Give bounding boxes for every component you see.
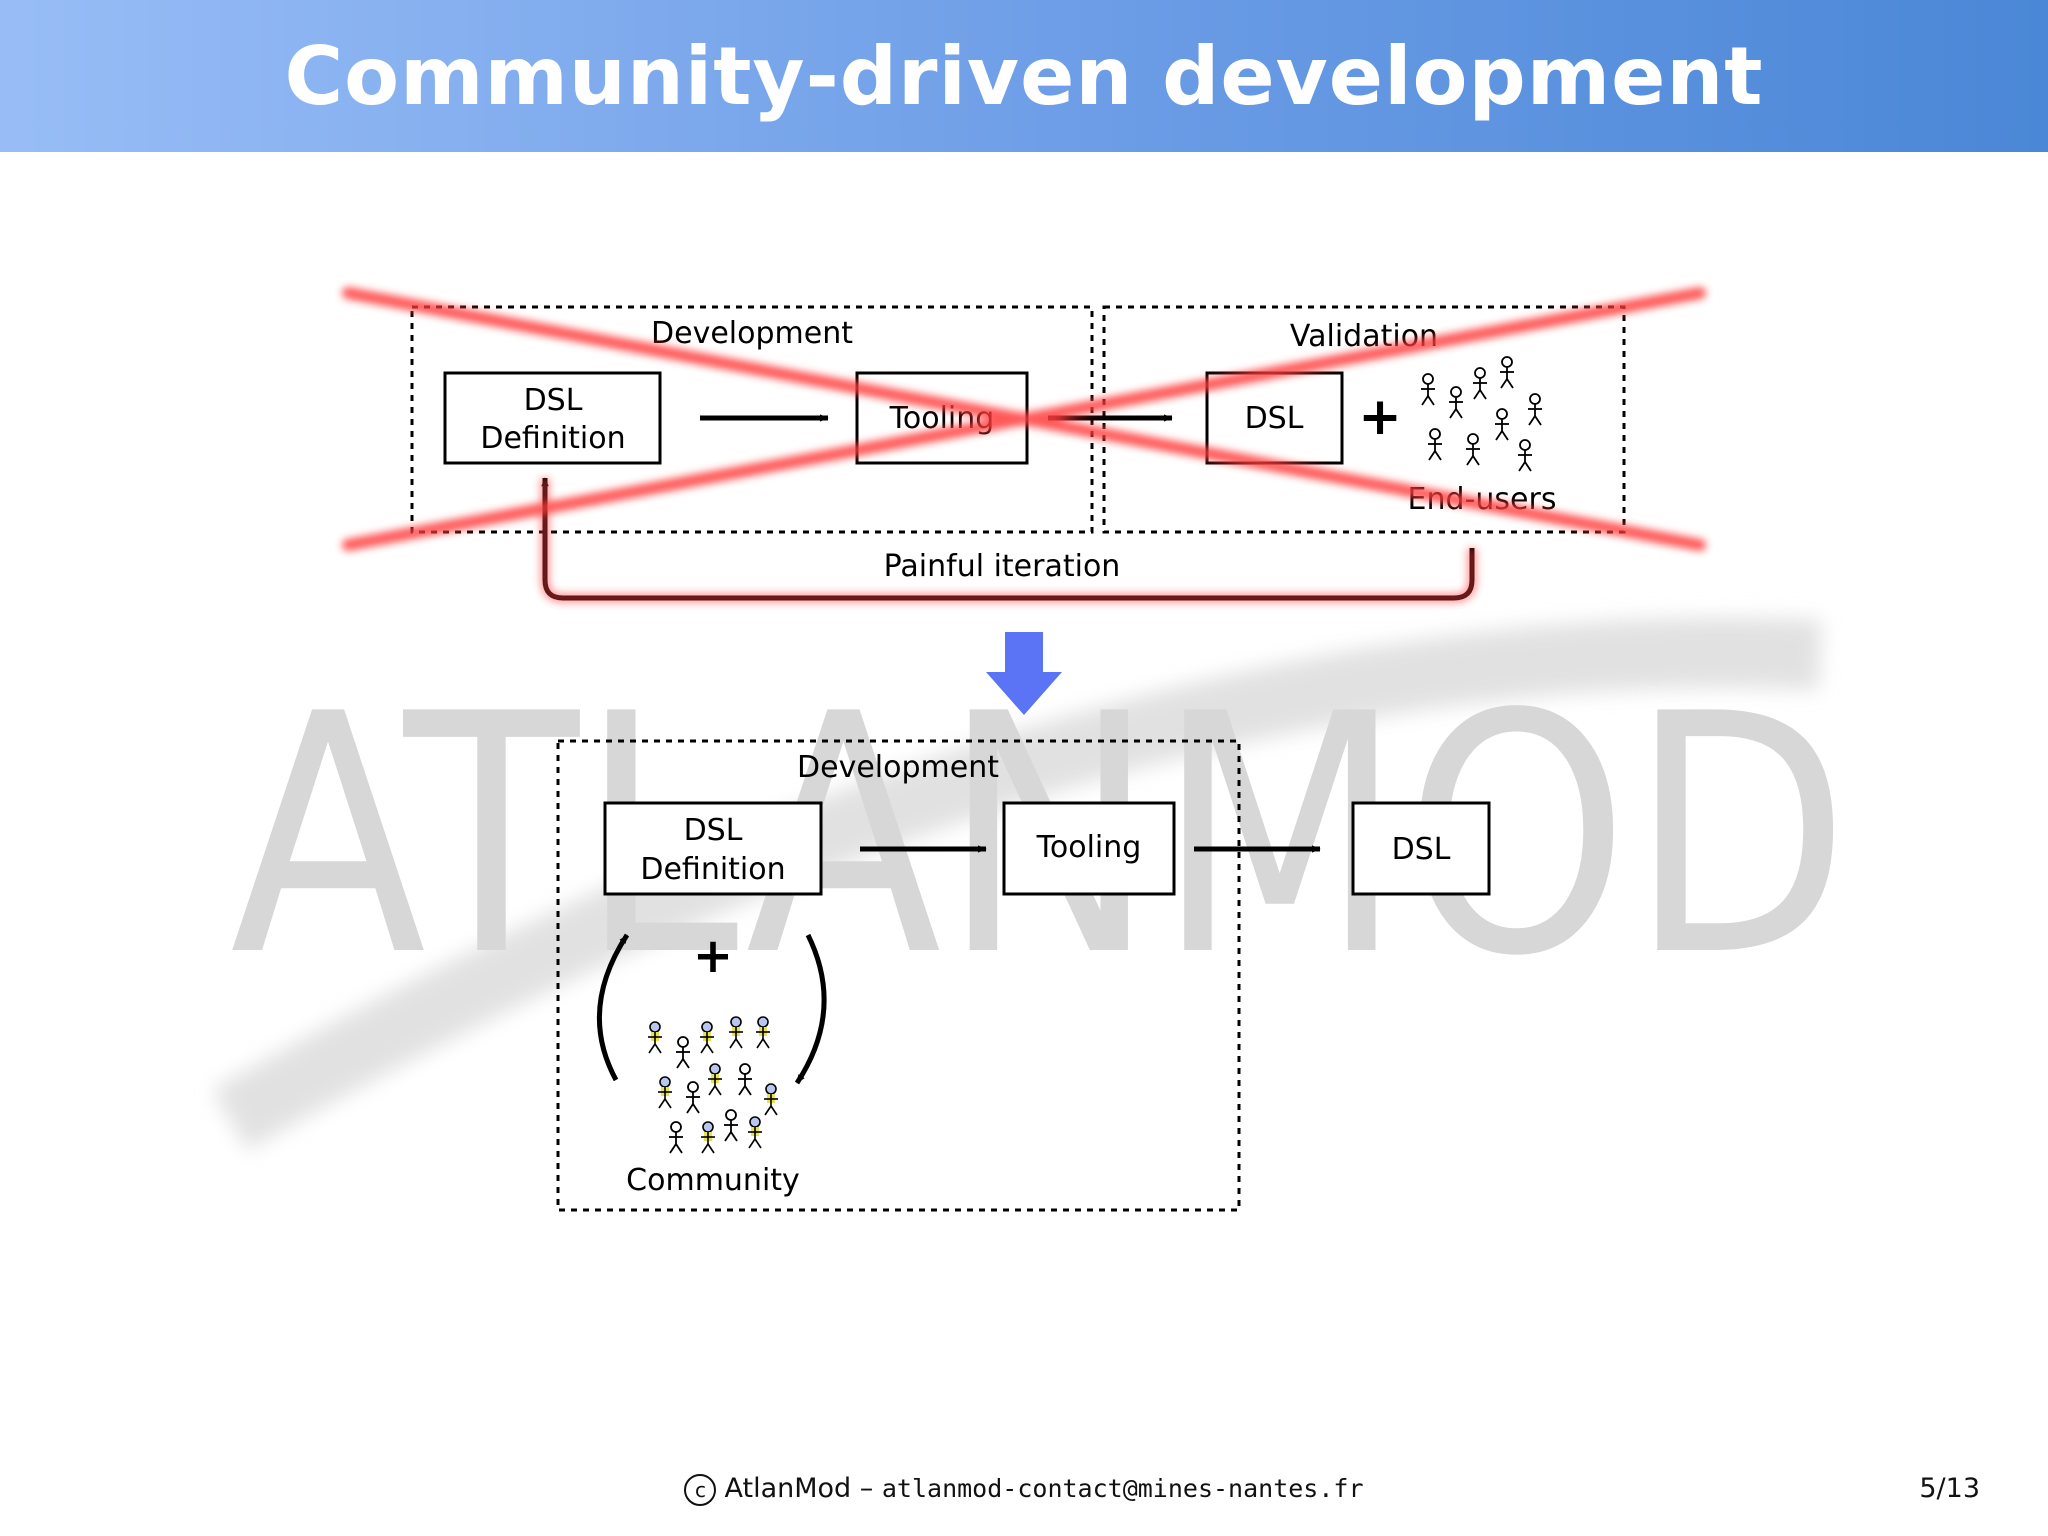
community-feedback-arrow-down	[794, 933, 827, 1085]
old-dsl-definition-line1: DSL	[524, 383, 583, 418]
old-dsl-definition-box	[443, 371, 662, 465]
old-development-label: Development	[651, 316, 853, 351]
new-development-frame	[556, 739, 1241, 1212]
community-feedback-arrow-up	[596, 933, 630, 1082]
new-dsl-definition-line1: DSL	[684, 813, 743, 848]
cross-out-mark	[342, 287, 1706, 603]
footer-org: AtlanMod	[724, 1473, 852, 1504]
old-process: Development DSL Definition Tooling Valid…	[342, 287, 1706, 603]
new-dsl-definition-line2: Definition	[640, 852, 785, 887]
new-dsl-box	[1351, 801, 1491, 896]
page-number: 5/13	[1919, 1473, 1980, 1504]
end-users-icon	[1420, 356, 1543, 472]
transition-down-arrow	[986, 632, 1062, 715]
new-tooling-label: Tooling	[1036, 830, 1142, 865]
new-dsl-definition-box	[603, 801, 823, 896]
old-dsl-label: DSL	[1245, 401, 1304, 436]
new-plus-sign: +	[693, 928, 733, 984]
new-tooling-box	[1002, 801, 1176, 896]
community-icon	[647, 1016, 779, 1154]
copyright-icon: c	[684, 1473, 717, 1506]
painful-iteration-label: Painful iteration	[884, 549, 1121, 584]
old-plus-sign: +	[1358, 387, 1402, 447]
old-dsl-box	[1205, 371, 1344, 465]
footer-email: atlanmod-contact@mines-nantes.fr	[881, 1474, 1364, 1503]
old-dsl-definition-line2: Definition	[480, 421, 625, 456]
slide-title: Community-driven development	[284, 30, 1764, 123]
new-process: Development DSL Definition Tooling DSL +	[556, 739, 1491, 1212]
new-dsl-label: DSL	[1392, 832, 1451, 867]
slide-header: Community-driven development	[0, 0, 2048, 152]
footer-separator: –	[859, 1473, 874, 1504]
community-label: Community	[626, 1163, 800, 1198]
new-development-label: Development	[797, 750, 999, 785]
